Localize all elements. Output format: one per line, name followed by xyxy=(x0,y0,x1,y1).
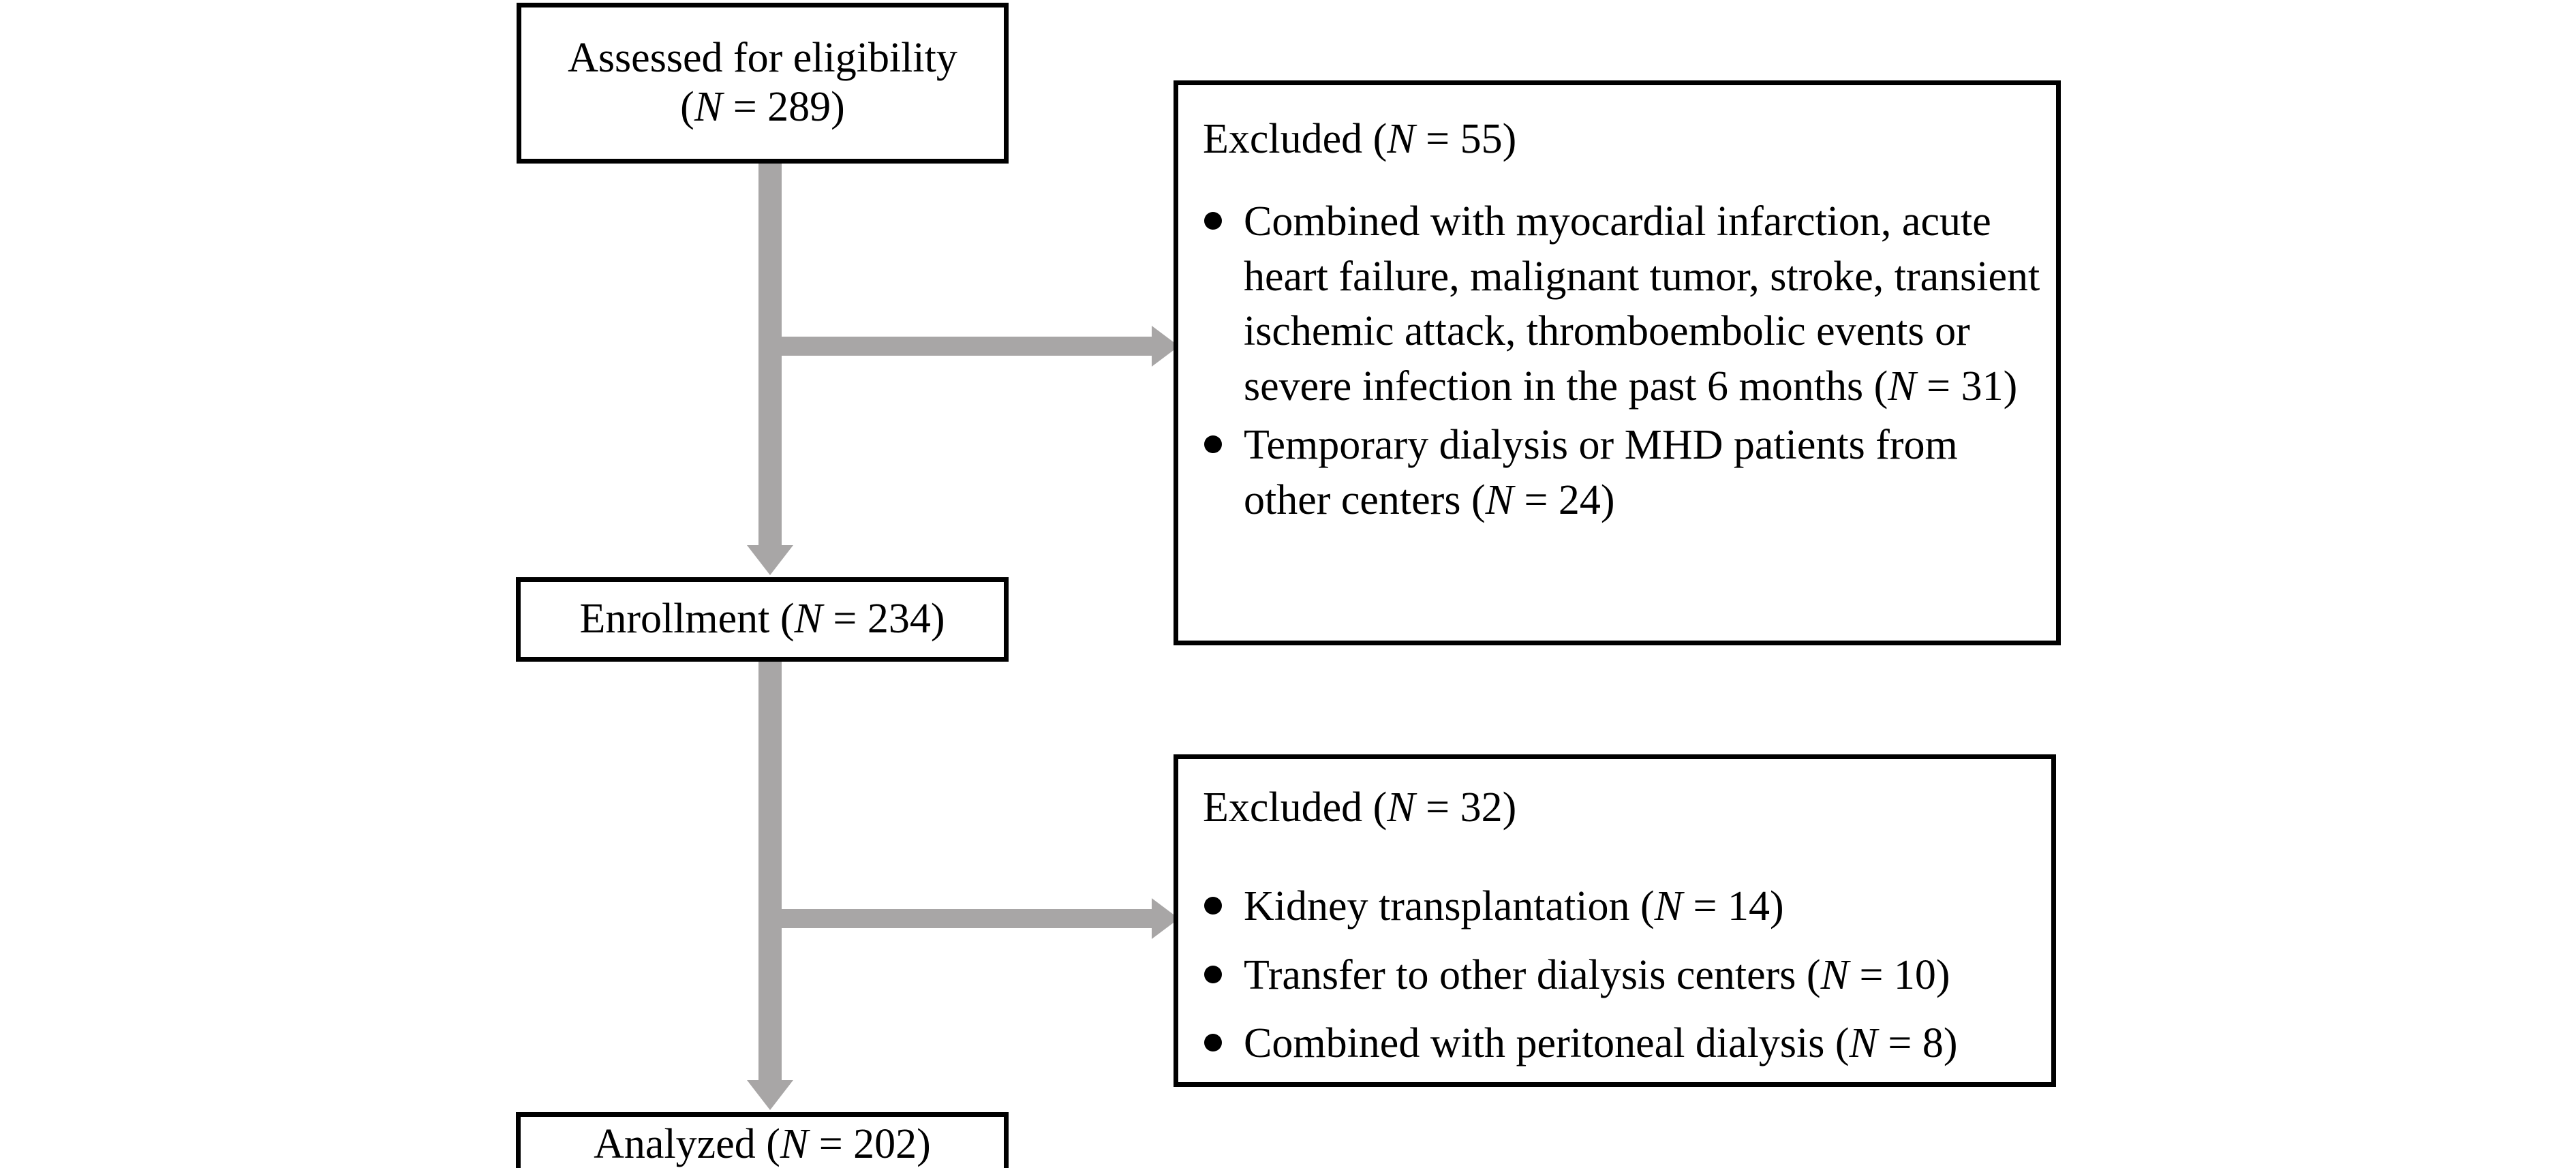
excluded-2-item-2-before: Combined with peritoneal dialysis ( xyxy=(1244,1020,1850,1067)
panel-excluded-1: Excluded (N = 55) Combined with myocardi… xyxy=(1174,80,2061,645)
excluded-1-heading-suffix: = 55) xyxy=(1415,116,1517,162)
node-assessed-line2-suffix: = 289) xyxy=(722,84,845,130)
arrow-to-excluded-1-stem xyxy=(765,337,1154,356)
node-assessed-label: Assessed for eligibility (N = 289) xyxy=(568,34,957,132)
node-analyzed-prefix: Analyzed ( xyxy=(594,1121,780,1168)
excluded-1-item-0-after: = 31) xyxy=(1916,363,2018,410)
panel-excluded-1-heading: Excluded (N = 55) xyxy=(1203,118,1516,160)
node-analyzed: Analyzed (N = 202) xyxy=(516,1112,1009,1168)
node-enrollment-n-symbol: N xyxy=(794,596,823,643)
node-enrollment-prefix: Enrollment ( xyxy=(579,596,795,643)
excluded-2-item-0-text: Kidney transplantation (N = 14) xyxy=(1244,879,2039,934)
excluded-1-item-1-after: = 24) xyxy=(1513,476,1615,523)
bullet-icon xyxy=(1204,435,1222,454)
list-item: Combined with myocardial infarction, acu… xyxy=(1199,194,2044,414)
panel-excluded-2: Excluded (N = 32) Kidney transplantation… xyxy=(1174,754,2056,1087)
arrow-enrollment-to-analyzed-stem xyxy=(758,662,782,1082)
excluded-2-item-1-text: Transfer to other dialysis centers (N = … xyxy=(1244,948,2039,1003)
bullet-icon xyxy=(1204,897,1222,915)
excluded-2-item-2-after: = 8) xyxy=(1877,1020,1958,1067)
node-enrollment-label: Enrollment (N = 234) xyxy=(579,595,945,644)
node-assessed-n-symbol: N xyxy=(694,84,723,130)
excluded-2-item-0-after: = 14) xyxy=(1682,883,1784,929)
node-analyzed-label: Analyzed (N = 202) xyxy=(594,1120,931,1168)
node-assessed-for-eligibility: Assessed for eligibility (N = 289) xyxy=(517,3,1009,164)
excluded-2-item-2-n-symbol: N xyxy=(1849,1020,1877,1067)
node-enrollment: Enrollment (N = 234) xyxy=(516,577,1009,662)
node-assessed-line2-prefix: ( xyxy=(680,84,694,130)
excluded-1-item-0-n-symbol: N xyxy=(1888,363,1916,410)
arrow-to-excluded-2-stem xyxy=(765,909,1154,928)
excluded-2-item-0-before: Kidney transplantation ( xyxy=(1244,883,1655,929)
bullet-icon xyxy=(1204,212,1222,230)
excluded-1-item-1-n-symbol: N xyxy=(1485,476,1514,523)
excluded-1-item-0-before: Combined with myocardial infarction, acu… xyxy=(1244,198,2040,410)
list-item: Transfer to other dialysis centers (N = … xyxy=(1199,948,2039,1003)
panel-excluded-2-heading: Excluded (N = 32) xyxy=(1203,786,1516,829)
node-analyzed-suffix: = 202) xyxy=(808,1121,931,1168)
excluded-1-item-1-before: Temporary dialysis or MHD patients from … xyxy=(1244,422,1958,523)
excluded-2-heading-n-symbol: N xyxy=(1387,784,1415,831)
excluded-2-heading-suffix: = 32) xyxy=(1415,784,1517,831)
list-item: Temporary dialysis or MHD patients from … xyxy=(1199,418,2044,527)
excluded-2-item-1-n-symbol: N xyxy=(1820,951,1849,998)
excluded-1-item-1-text: Temporary dialysis or MHD patients from … xyxy=(1244,418,2044,527)
arrow-enrollment-to-analyzed-head xyxy=(747,1080,793,1110)
excluded-2-item-0-n-symbol: N xyxy=(1654,883,1683,929)
panel-excluded-1-list: Combined with myocardial infarction, acu… xyxy=(1199,194,2044,532)
excluded-2-heading-prefix: Excluded ( xyxy=(1203,784,1387,831)
excluded-1-heading-prefix: Excluded ( xyxy=(1203,116,1387,162)
panel-excluded-2-list: Kidney transplantation (N = 14) Transfer… xyxy=(1199,879,2039,1085)
list-item: Kidney transplantation (N = 14) xyxy=(1199,879,2039,934)
bullet-icon xyxy=(1204,965,1222,983)
excluded-2-item-1-after: = 10) xyxy=(1848,951,1950,998)
list-item: Combined with peritoneal dialysis (N = 8… xyxy=(1199,1016,2039,1071)
excluded-2-item-1-before: Transfer to other dialysis centers ( xyxy=(1244,951,1821,998)
node-analyzed-n-symbol: N xyxy=(780,1121,809,1168)
excluded-1-heading-n-symbol: N xyxy=(1387,116,1415,162)
excluded-2-item-2-text: Combined with peritoneal dialysis (N = 8… xyxy=(1244,1016,2039,1071)
node-assessed-line1: Assessed for eligibility xyxy=(568,35,957,82)
excluded-1-item-0-text: Combined with myocardial infarction, acu… xyxy=(1244,194,2044,414)
arrow-assessed-to-enrollment-head xyxy=(747,545,793,575)
node-enrollment-suffix: = 234) xyxy=(822,596,945,643)
bullet-icon xyxy=(1204,1034,1222,1052)
